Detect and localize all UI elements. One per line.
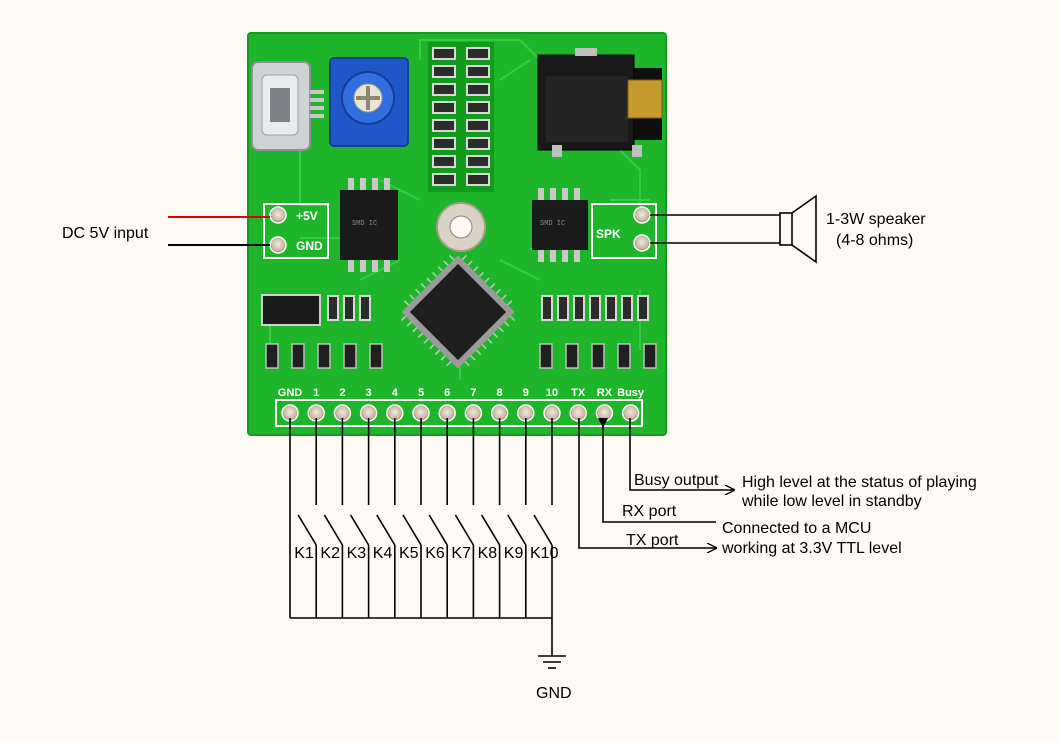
- svg-text:SMD IC: SMD IC: [352, 220, 377, 228]
- key-switch-lever: [297, 514, 317, 546]
- pad-spk-2: [633, 234, 651, 252]
- header-pin-label: RX: [597, 387, 613, 399]
- header-pin-row: GND 1 2 3 4 5 6 7 8 9 10 TX RX Busy: [275, 387, 645, 427]
- key-switch-lever: [480, 514, 501, 546]
- silk-5v: +5V: [296, 209, 318, 223]
- mcu-label-2: working at 3.3V TTL level: [721, 540, 902, 557]
- key-label: K7: [451, 545, 471, 562]
- pad-spk-1: [633, 206, 651, 224]
- busy-desc-1: High level at the status of playing: [742, 474, 977, 491]
- header-pin-label: 2: [339, 387, 345, 399]
- header-pin-label: 4: [392, 387, 399, 399]
- header-pin-label: 5: [418, 387, 424, 399]
- ground-label: GND: [536, 685, 572, 702]
- audio-jack: [537, 48, 663, 157]
- key-switch-lever: [533, 514, 553, 546]
- key-label: K4: [373, 545, 393, 562]
- key-switch-lever: [428, 514, 448, 546]
- smd-resistor-row-left: [261, 294, 371, 326]
- tx-port-label: TX port: [626, 532, 679, 549]
- speaker-label-2: (4-8 ohms): [836, 232, 913, 249]
- key-switch-lever: [402, 514, 422, 546]
- rx-port-label: RX port: [622, 503, 677, 520]
- mounting-hole: [436, 202, 486, 252]
- key-label: K6: [425, 545, 445, 562]
- mcu-label-1: Connected to a MCU: [722, 520, 871, 537]
- speaker-wiring: 1-3W speaker (4-8 ohms): [650, 194, 926, 264]
- header-pin-label: Busy: [617, 387, 645, 399]
- header-pin-label: GND: [278, 387, 303, 399]
- header-pin-label: 9: [523, 387, 529, 399]
- header-pin-label: 7: [470, 387, 476, 399]
- amplifier-ic-right: SMD IC: [532, 188, 588, 262]
- smd-resistor-row-right: [541, 295, 649, 321]
- key-switch-lever: [376, 514, 396, 546]
- svg-text:SMD IC: SMD IC: [540, 220, 565, 228]
- key-switch-lever: [323, 514, 344, 546]
- header-pin-label: 6: [444, 387, 450, 399]
- pcb-board: SMD IC SMD IC: [247, 32, 667, 436]
- key-label: K3: [347, 545, 367, 562]
- power-pads: +5V GND: [263, 203, 329, 259]
- key-label: K2: [320, 545, 340, 562]
- key-switch-lever: [454, 514, 475, 546]
- header-pin-label: TX: [571, 387, 586, 399]
- pad-gnd: [269, 236, 287, 254]
- smd-resistor-array: [428, 42, 494, 192]
- ground-symbol-icon: [538, 655, 566, 669]
- tx-wire: [578, 418, 716, 548]
- silk-spk: SPK: [596, 227, 621, 241]
- busy-desc-2: while low level in standby: [741, 493, 922, 510]
- pad-5v: [269, 206, 287, 224]
- busy-wire: [629, 418, 734, 490]
- key-switch-circuit: K1 K2 K3 K4 K5 K6 K7 K8 K9 K10 GND: [289, 418, 572, 702]
- rx-wire: [602, 418, 716, 523]
- silk-gnd: GND: [296, 239, 323, 253]
- key-switch-lever: [507, 514, 527, 546]
- key-label: K8: [478, 545, 498, 562]
- key-label: K10: [530, 545, 559, 562]
- power-input-wires: DC 5V input: [62, 216, 270, 246]
- main-mcu-chip: [400, 254, 516, 369]
- header-pin-label: 10: [546, 387, 558, 399]
- potentiometer: [329, 57, 409, 147]
- speaker-icon: [779, 194, 817, 264]
- key-label: K9: [504, 545, 524, 562]
- dc-input-label: DC 5V input: [62, 225, 149, 242]
- header-pin-label: 3: [366, 387, 372, 399]
- serial-busy-wiring: [578, 418, 734, 548]
- key-label: K1: [294, 545, 314, 562]
- smd-diode-row: [265, 343, 657, 369]
- key-switch-lever: [349, 514, 370, 546]
- header-pin-label: 1: [313, 387, 319, 399]
- micro-usb-connector: [251, 61, 324, 151]
- amplifier-ic-left: SMD IC: [340, 178, 398, 272]
- busy-output-label: Busy output: [634, 472, 719, 489]
- speaker-label-1: 1-3W speaker: [826, 211, 926, 228]
- header-pin-label: 8: [497, 387, 503, 399]
- key-label: K5: [399, 545, 419, 562]
